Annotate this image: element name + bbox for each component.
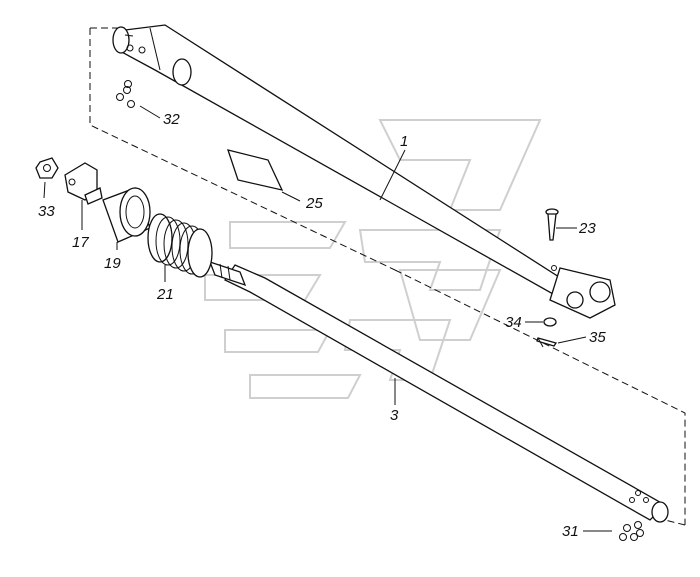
ball-group-part-31 [619, 521, 644, 541]
callout-1: 1 [400, 133, 408, 150]
ball-group-part-32 [116, 80, 135, 108]
sleeve-piece-part-25 [227, 149, 284, 191]
leader-lines [43, 105, 612, 532]
callout-3: 3 [390, 407, 399, 424]
washer-part-34 [543, 317, 557, 327]
callout-31: 31 [562, 523, 579, 540]
clamp-part-17 [64, 162, 103, 205]
callout-23: 23 [578, 220, 596, 237]
callout-35: 35 [589, 329, 606, 346]
callout-25: 25 [305, 195, 323, 212]
inner-rod-part-3 [208, 260, 669, 523]
callout-19: 19 [104, 255, 121, 272]
sleeve-ring-part-19 [102, 187, 151, 243]
spring-part-21 [147, 213, 213, 278]
callout-21: 21 [156, 286, 174, 303]
callout-17: 17 [72, 234, 89, 251]
cotter-pin-part-35 [536, 337, 558, 348]
outer-tube-part-1 [112, 24, 616, 319]
callout-33: 33 [38, 203, 55, 220]
callout-labels: 1 3 17 19 21 23 25 31 32 33 34 35 [38, 111, 606, 540]
pin-part-23 [545, 208, 559, 241]
callout-34: 34 [505, 314, 522, 331]
callout-32: 32 [163, 111, 180, 128]
nut-part-33 [35, 157, 59, 179]
assembly-outline [89, 27, 686, 526]
